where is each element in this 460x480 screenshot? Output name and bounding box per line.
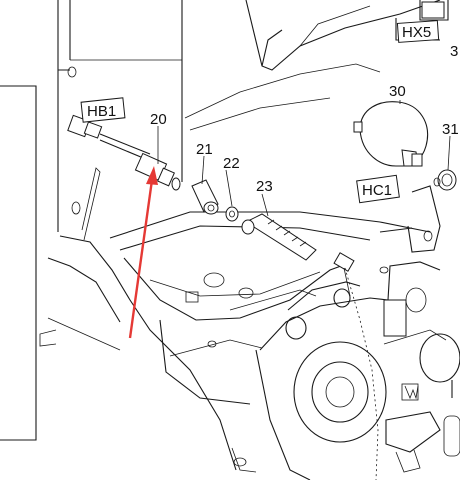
callout-3-partial: 3 xyxy=(450,43,458,60)
callout-22: 22 xyxy=(223,155,240,172)
frame-connector xyxy=(333,252,355,297)
right-housing xyxy=(231,261,460,480)
dashed-routing-line xyxy=(344,267,379,480)
tag-hx5: HX5 xyxy=(396,20,440,43)
left-inset-panel xyxy=(0,85,37,441)
main-frame xyxy=(39,167,431,471)
part-31-fitting[interactable] xyxy=(433,169,457,191)
red-pointer-arrow-icon xyxy=(128,166,158,339)
rear-plate xyxy=(57,0,183,232)
part-23-threaded-body[interactable] xyxy=(241,213,317,261)
part-30-accumulator[interactable] xyxy=(353,101,428,167)
part-22-nut[interactable] xyxy=(225,206,239,222)
svg-text:HB1: HB1 xyxy=(87,103,116,120)
callout-23: 23 xyxy=(256,178,273,195)
part-21-sleeve[interactable] xyxy=(191,179,219,215)
svg-text:HX5: HX5 xyxy=(402,24,431,41)
part-20-sensor[interactable] xyxy=(67,114,181,191)
callout-31: 31 xyxy=(442,121,459,138)
tag-hc1: HC1 xyxy=(356,174,400,204)
bracket xyxy=(379,185,441,274)
svg-text:HC1: HC1 xyxy=(362,182,392,199)
leader-lines xyxy=(157,100,451,217)
upper-frame xyxy=(184,0,449,131)
callout-30: 30 xyxy=(389,83,406,100)
callout-21: 21 xyxy=(196,141,213,158)
edge-marker xyxy=(443,380,460,457)
callout-20: 20 xyxy=(150,111,167,128)
tag-hb1: HB1 xyxy=(80,97,126,123)
